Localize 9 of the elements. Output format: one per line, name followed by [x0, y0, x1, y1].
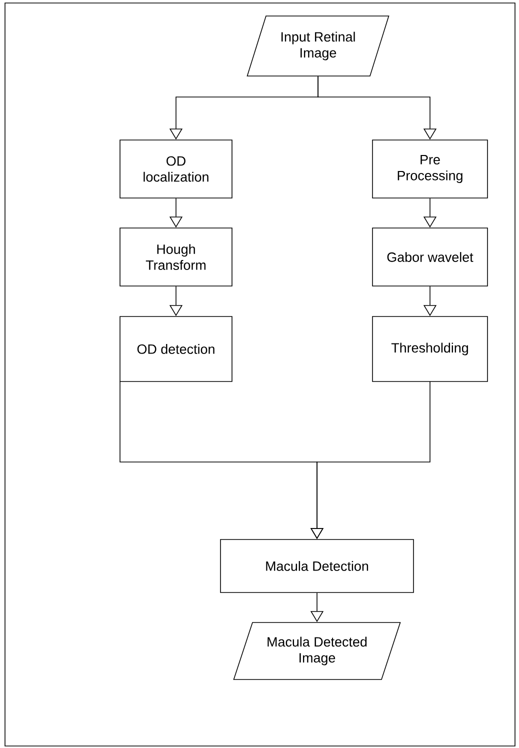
process-box: Thresholding: [372, 316, 488, 382]
input-output-parallelogram: Macula Detected Image: [233, 622, 401, 680]
process-box: OD localization: [120, 140, 232, 198]
process-box: Pre Processing: [372, 140, 488, 198]
process-box: OD detection: [120, 316, 232, 382]
process-box: Gabor wavelet: [372, 228, 488, 286]
input-output-parallelogram: Input Retinal Image: [246, 16, 390, 76]
process-box: Hough Transform: [120, 228, 232, 286]
process-box: Macula Detection: [220, 539, 414, 593]
